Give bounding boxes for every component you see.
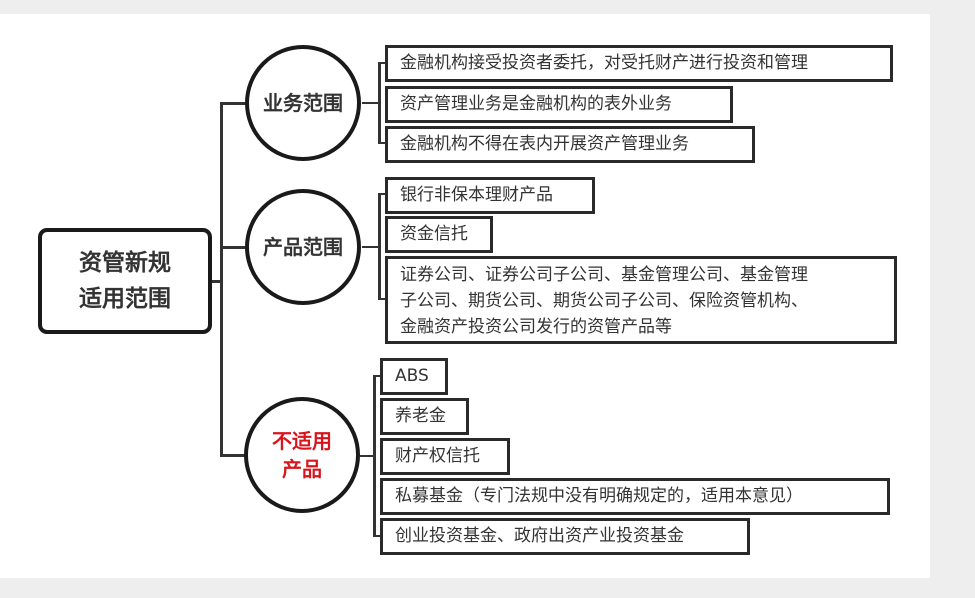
root-node: 资管新规适用范围 xyxy=(38,228,212,334)
root-label-line1: 资管新规 xyxy=(79,250,171,276)
leaf-item: 银行非保本理财产品 xyxy=(385,177,595,214)
leaf-item: 资产管理业务是金融机构的表外业务 xyxy=(385,86,733,123)
connector xyxy=(373,375,381,377)
bracket xyxy=(378,193,381,299)
connector xyxy=(378,193,386,195)
connector xyxy=(360,455,374,457)
leaf-line: 金融资产投资公司发行的资管产品等 xyxy=(400,317,672,337)
branch-excluded-products: 不适用产品 xyxy=(244,397,360,513)
leaf-item: 财产权信托 xyxy=(380,438,510,475)
leaf-item: 私募基金（专门法规中没有明确规定的，适用本意见） xyxy=(380,478,890,515)
leaf-item: 金融机构接受投资者委托，对受托财产进行投资和管理 xyxy=(385,45,893,82)
connector xyxy=(220,454,246,457)
leaf-line: 子公司、期货公司、期货公司子公司、保险资管机构、 xyxy=(400,291,808,311)
bracket xyxy=(373,375,376,537)
connector xyxy=(373,535,381,537)
leaf-item: 创业投资基金、政府出资产业投资基金 xyxy=(380,518,750,555)
connector xyxy=(210,280,221,283)
root-label-line2: 适用范围 xyxy=(79,286,171,312)
bracket xyxy=(378,62,381,144)
branch-label: 业务范围 xyxy=(263,91,343,115)
connector xyxy=(378,142,386,144)
branch-label: 产品范围 xyxy=(263,235,343,259)
branch-product-scope: 产品范围 xyxy=(245,189,361,305)
trunk-line xyxy=(220,103,223,456)
leaf-item-multiline: 证券公司、证券公司子公司、基金管理公司、基金管理 子公司、期货公司、期货公司子公… xyxy=(385,256,897,344)
connector xyxy=(220,246,246,249)
leaf-line: 证券公司、证券公司子公司、基金管理公司、基金管理 xyxy=(400,265,808,285)
connector xyxy=(220,102,246,105)
connector xyxy=(362,246,379,248)
leaf-item: 金融机构不得在表内开展资产管理业务 xyxy=(385,126,755,163)
connector xyxy=(362,102,379,104)
connector xyxy=(378,62,386,64)
branch-business-scope: 业务范围 xyxy=(245,45,361,161)
connector xyxy=(378,298,386,300)
leaf-item: ABS xyxy=(380,358,448,395)
leaf-item: 资金信托 xyxy=(385,216,493,253)
branch-label-line1: 不适用 xyxy=(272,429,332,453)
leaf-item: 养老金 xyxy=(380,398,469,435)
branch-label-line2: 产品 xyxy=(282,457,322,481)
